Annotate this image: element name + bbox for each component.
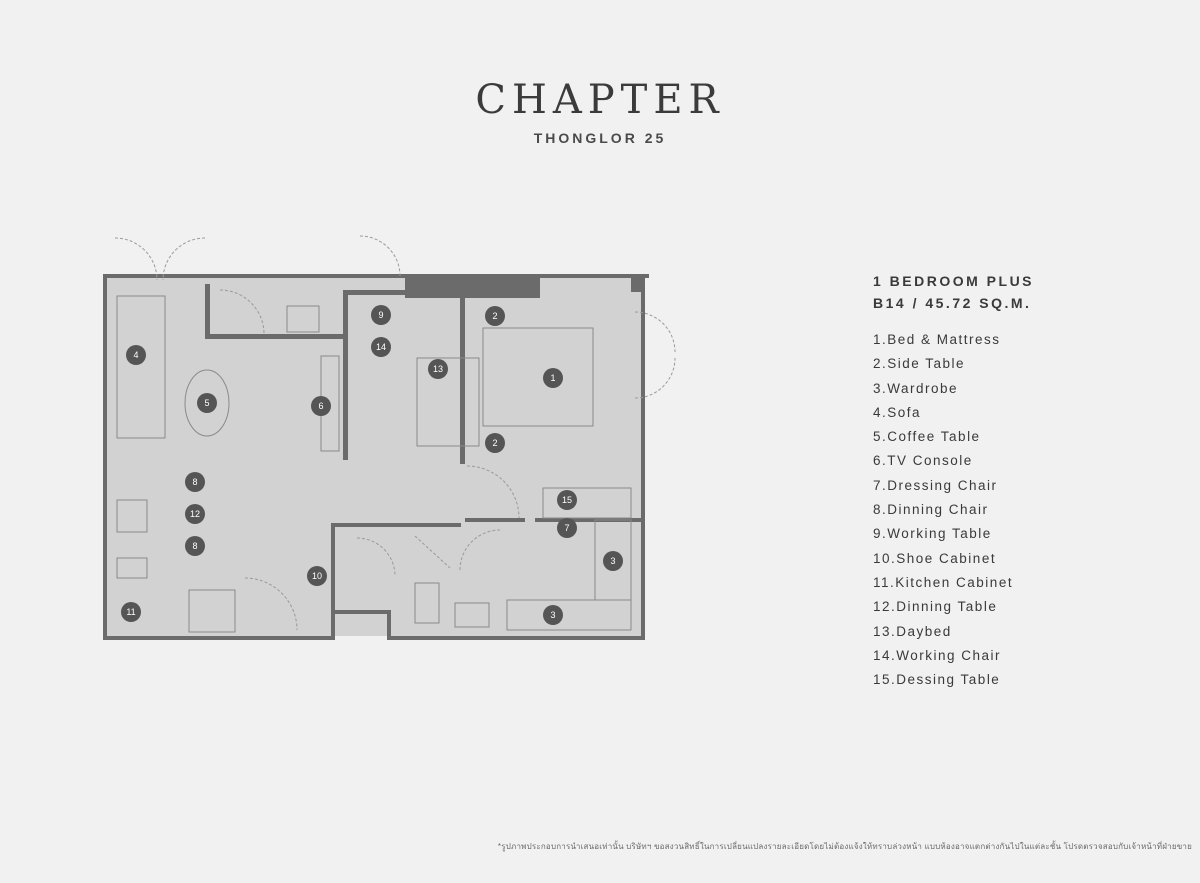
brand-header: CHAPTER THONGLOR 25 [0, 76, 1200, 146]
plan-markers: 1 2 2 3 3 4 5 6 7 8 8 9 10 11 12 13 14 1… [121, 305, 623, 625]
unit-size: B14 / 45.72 SQ.M. [873, 295, 1032, 311]
legend-item: 3.Wardrobe [873, 380, 959, 396]
legend-item: 9.Working Table [873, 526, 992, 542]
bed-shape [482, 327, 594, 427]
furniture [116, 295, 632, 633]
basin-shape [454, 602, 490, 628]
wardrobe-bottom-shape [506, 599, 632, 631]
svg-text:1: 1 [550, 373, 555, 383]
outer-walls [103, 274, 649, 640]
unit-info: 1 BEDROOM PLUS B14 / 45.72 SQ.M. 1.Bed &… [873, 270, 1034, 692]
svg-text:12: 12 [190, 509, 200, 519]
marker-tv-console: 6 [311, 396, 331, 416]
svg-text:2: 2 [492, 438, 497, 448]
floor-plan-drawing: 1 2 2 3 3 4 5 6 7 8 8 9 10 11 12 13 14 1… [103, 235, 676, 640]
svg-text:3: 3 [550, 610, 555, 620]
svg-text:3: 3 [610, 556, 615, 566]
daybed-shape [416, 357, 480, 447]
legend-item: 14.Working Chair [873, 647, 1002, 663]
marker-dinning-chair-b: 8 [185, 536, 205, 556]
marker-working-table: 9 [371, 305, 391, 325]
svg-text:6: 6 [318, 401, 323, 411]
legend-item: 1.Bed & Mattress [873, 332, 1001, 347]
marker-dessing-table: 15 [557, 490, 577, 510]
svg-text:8: 8 [192, 541, 197, 551]
marker-bed: 1 [543, 368, 563, 388]
kitchen-sink-shape [116, 499, 148, 533]
svg-text:13: 13 [433, 364, 443, 374]
floor-area [105, 276, 645, 636]
furniture-legend: 1.Bed & Mattress 2.Side Table 3.Wardrobe… [873, 328, 1034, 692]
svg-text:5: 5 [204, 398, 209, 408]
wardrobe-side-shape [594, 519, 632, 601]
legend-item: 10.Shoe Cabinet [873, 550, 997, 566]
marker-side-table-b: 2 [485, 433, 505, 453]
disclaimer-text: *รูปภาพประกอบการนำเสนอเท่านั้น บริษัทฯ ข… [497, 842, 1192, 851]
brand-title: CHAPTER [475, 77, 725, 123]
fridge-shape [188, 589, 236, 633]
legend-item: 8.Dinning Chair [873, 502, 989, 518]
svg-text:2: 2 [492, 311, 497, 321]
marker-wardrobe-a: 3 [603, 551, 623, 571]
marker-working-chair: 14 [371, 337, 391, 357]
door-swings [114, 235, 676, 631]
marker-wardrobe-b: 3 [543, 605, 563, 625]
unit-type: 1 BEDROOM PLUS [873, 273, 1035, 289]
coffee-table-shape [184, 369, 230, 437]
marker-coffee-table: 5 [197, 393, 217, 413]
svg-text:14: 14 [376, 342, 386, 352]
brand-subtitle: THONGLOR 25 [533, 130, 667, 146]
legend-item: 7.Dressing Chair [873, 477, 998, 493]
marker-side-table-a: 2 [485, 306, 505, 326]
legend-item: 15.Dessing Table [873, 672, 1001, 688]
sofa-shape [116, 295, 166, 439]
toilet-shape [414, 582, 440, 624]
marker-sofa: 4 [126, 345, 146, 365]
svg-text:8: 8 [192, 477, 197, 487]
marker-dressing-chair: 7 [557, 518, 577, 538]
legend-item: 6.TV Console [873, 453, 973, 469]
marker-daybed: 13 [428, 359, 448, 379]
marker-shoe-cabinet: 10 [307, 566, 327, 586]
marker-kitchen-cabinet: 11 [121, 602, 141, 622]
svg-text:7: 7 [564, 523, 569, 533]
shelf-shape [286, 305, 320, 333]
svg-text:11: 11 [126, 607, 135, 617]
legend-item: 5.Coffee Table [873, 429, 981, 445]
legend-item: 2.Side Table [873, 356, 966, 372]
svg-text:9: 9 [378, 310, 383, 320]
dressing-table-shape [542, 487, 632, 519]
legend-item: 13.Daybed [873, 623, 952, 639]
legend-item: 4.Sofa [873, 404, 922, 420]
svg-text:10: 10 [312, 571, 322, 581]
interior-walls [205, 284, 641, 613]
marker-dinning-table: 12 [185, 504, 205, 524]
marker-dinning-chair-a: 8 [185, 472, 205, 492]
svg-text:15: 15 [562, 495, 572, 505]
legend-item: 12.Dinning Table [873, 599, 998, 615]
floor-plan: 1 2 2 3 3 4 5 6 7 8 8 9 10 11 12 13 14 1… [95, 228, 695, 653]
cooktop-shape [116, 557, 148, 579]
svg-text:4: 4 [133, 350, 138, 360]
legend-item: 11.Kitchen Cabinet [873, 574, 1014, 590]
